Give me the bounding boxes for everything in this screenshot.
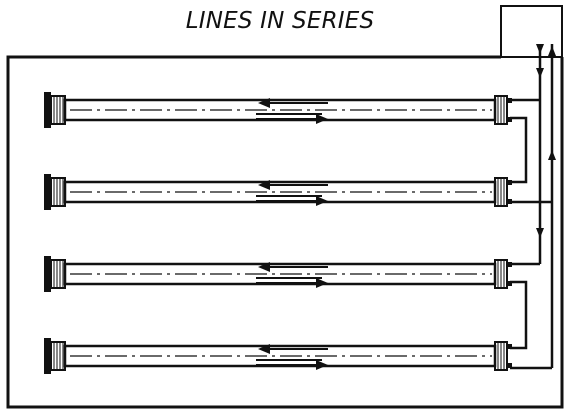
- end-cap: [44, 256, 51, 292]
- bidirectional-flow-arrow: [256, 262, 328, 288]
- diagram-title: LINES IN SERIES: [185, 8, 375, 34]
- pressure-vessel-tube: [44, 92, 512, 128]
- bidirectional-flow-arrow: [256, 180, 328, 206]
- manifold-box: [500, 5, 563, 58]
- bidirectional-flow-arrow: [256, 98, 328, 124]
- pressure-vessel-tube: [44, 338, 512, 374]
- bidirectional-flow-arrow: [256, 344, 328, 370]
- end-cap: [44, 92, 51, 128]
- pressure-vessel-tube: [44, 256, 512, 292]
- end-cap: [44, 338, 51, 374]
- pressure-vessel-tube: [44, 174, 512, 210]
- flow-arrow: [536, 44, 556, 238]
- enclosure-frame: [6, 55, 564, 409]
- series-connectors: [510, 98, 552, 370]
- end-cap: [44, 174, 51, 210]
